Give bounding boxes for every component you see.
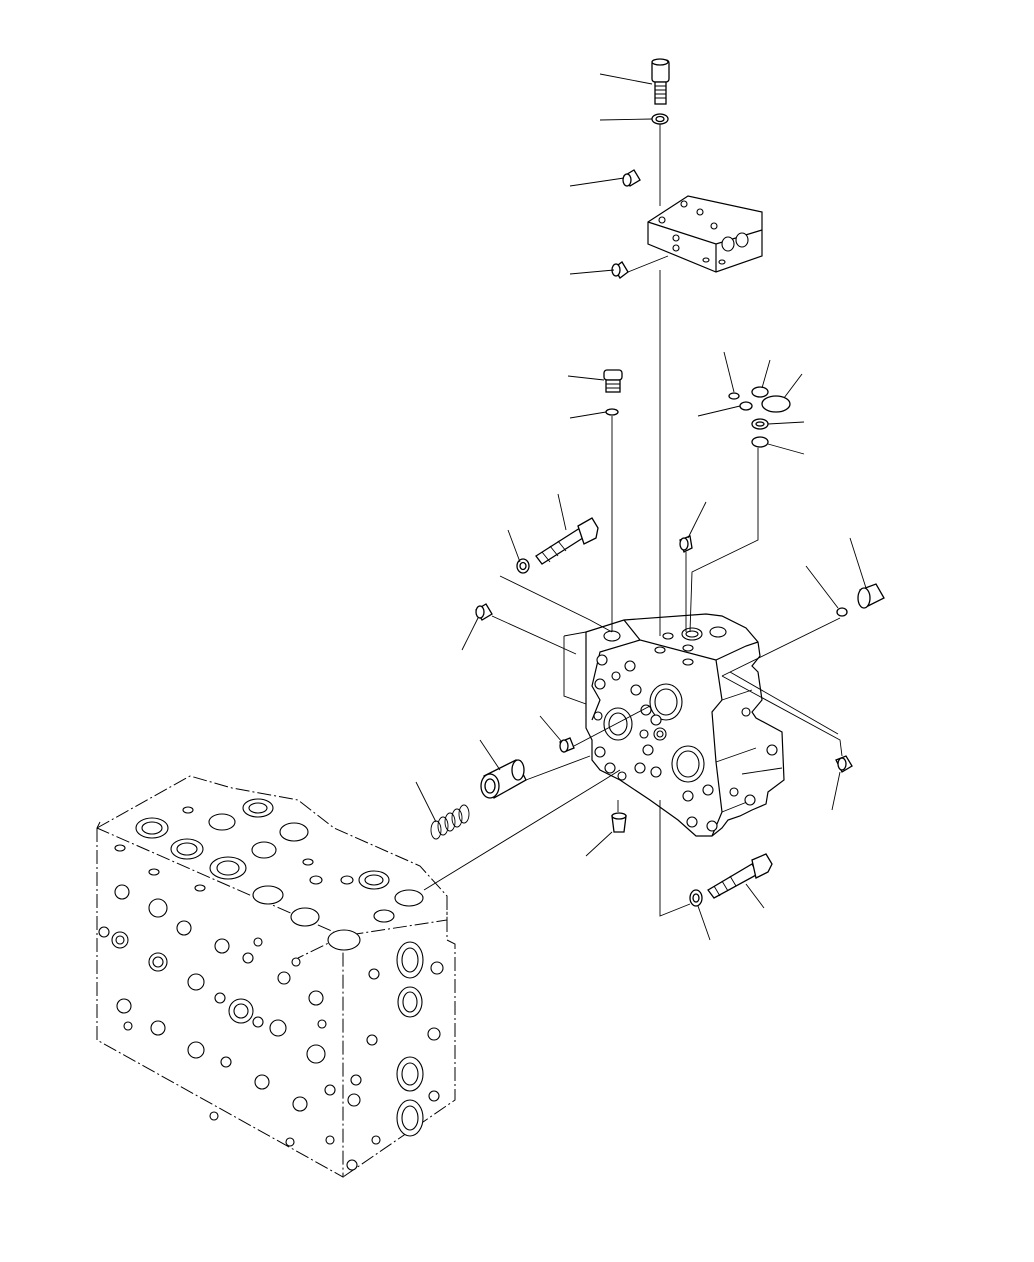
socket-head-bolt — [651, 58, 670, 105]
plug-top-2 — [611, 261, 629, 279]
plug-left-lower — [559, 737, 575, 753]
o-rings-cluster — [728, 386, 791, 448]
spring — [430, 804, 470, 840]
front-face-ports — [98, 884, 336, 1147]
washer-top — [651, 113, 669, 125]
spool-sleeve — [480, 759, 527, 799]
plug-right-lower — [835, 755, 853, 773]
washer-upper — [516, 558, 530, 574]
o-ring-small-2 — [836, 607, 848, 617]
plug-center — [603, 369, 623, 393]
washer-lower — [689, 889, 703, 907]
plug-large-right — [857, 583, 885, 609]
hex-bolt-lower — [707, 853, 773, 899]
hex-bolt-upper — [535, 517, 599, 565]
plug-bottom — [611, 812, 627, 833]
cover-block — [647, 195, 763, 273]
plug-mid — [679, 535, 693, 553]
main-valve-block — [96, 775, 456, 1178]
side-face-ports — [346, 941, 444, 1171]
o-ring-small-1 — [605, 408, 619, 416]
leader-lines — [415, 73, 867, 941]
top-face-ports — [114, 798, 424, 951]
plug-left — [475, 603, 493, 621]
section-valve-body — [563, 613, 785, 837]
plug-top-1 — [622, 169, 641, 187]
assembly-lines — [423, 124, 843, 917]
